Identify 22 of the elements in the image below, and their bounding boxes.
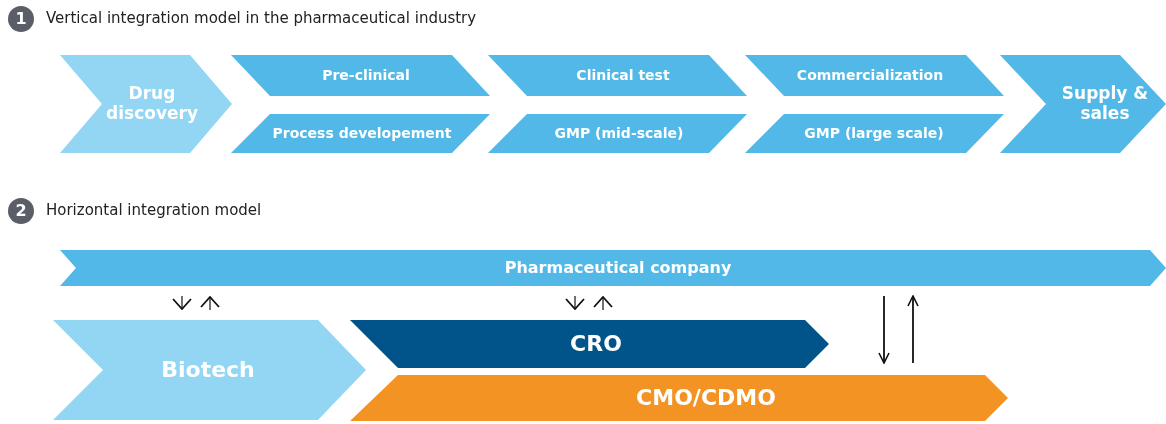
stage-label: Supply & sales <box>1060 84 1150 124</box>
arrow <box>172 295 192 310</box>
section-heading: Horizontal integration model <box>46 201 262 219</box>
stage-label: Pharmaceutical company <box>504 258 732 278</box>
stage-label: Commercialization <box>796 66 944 84</box>
arrow <box>878 295 890 364</box>
stage-label: GMP (large scale) <box>804 124 944 142</box>
stage-label: CRO <box>570 331 622 357</box>
section-heading: Vertical integration model in the pharmaceutical industry <box>46 9 477 27</box>
stage-label: Process developement <box>272 124 452 142</box>
stage-label: Pre-clinical <box>322 66 410 84</box>
stage-label: Biotech <box>161 357 255 383</box>
step-number: 1 <box>8 6 34 32</box>
arrow <box>565 295 585 310</box>
arrow <box>200 296 220 311</box>
step-number: 2 <box>8 198 34 224</box>
arrow <box>907 295 919 364</box>
stage-label: CMO/CDMO <box>636 385 776 411</box>
stage-label: Clinical test <box>576 66 670 84</box>
stage-label: Drug discovery <box>105 84 199 124</box>
arrow <box>593 296 613 311</box>
stage-label: GMP (mid-scale) <box>554 124 684 142</box>
